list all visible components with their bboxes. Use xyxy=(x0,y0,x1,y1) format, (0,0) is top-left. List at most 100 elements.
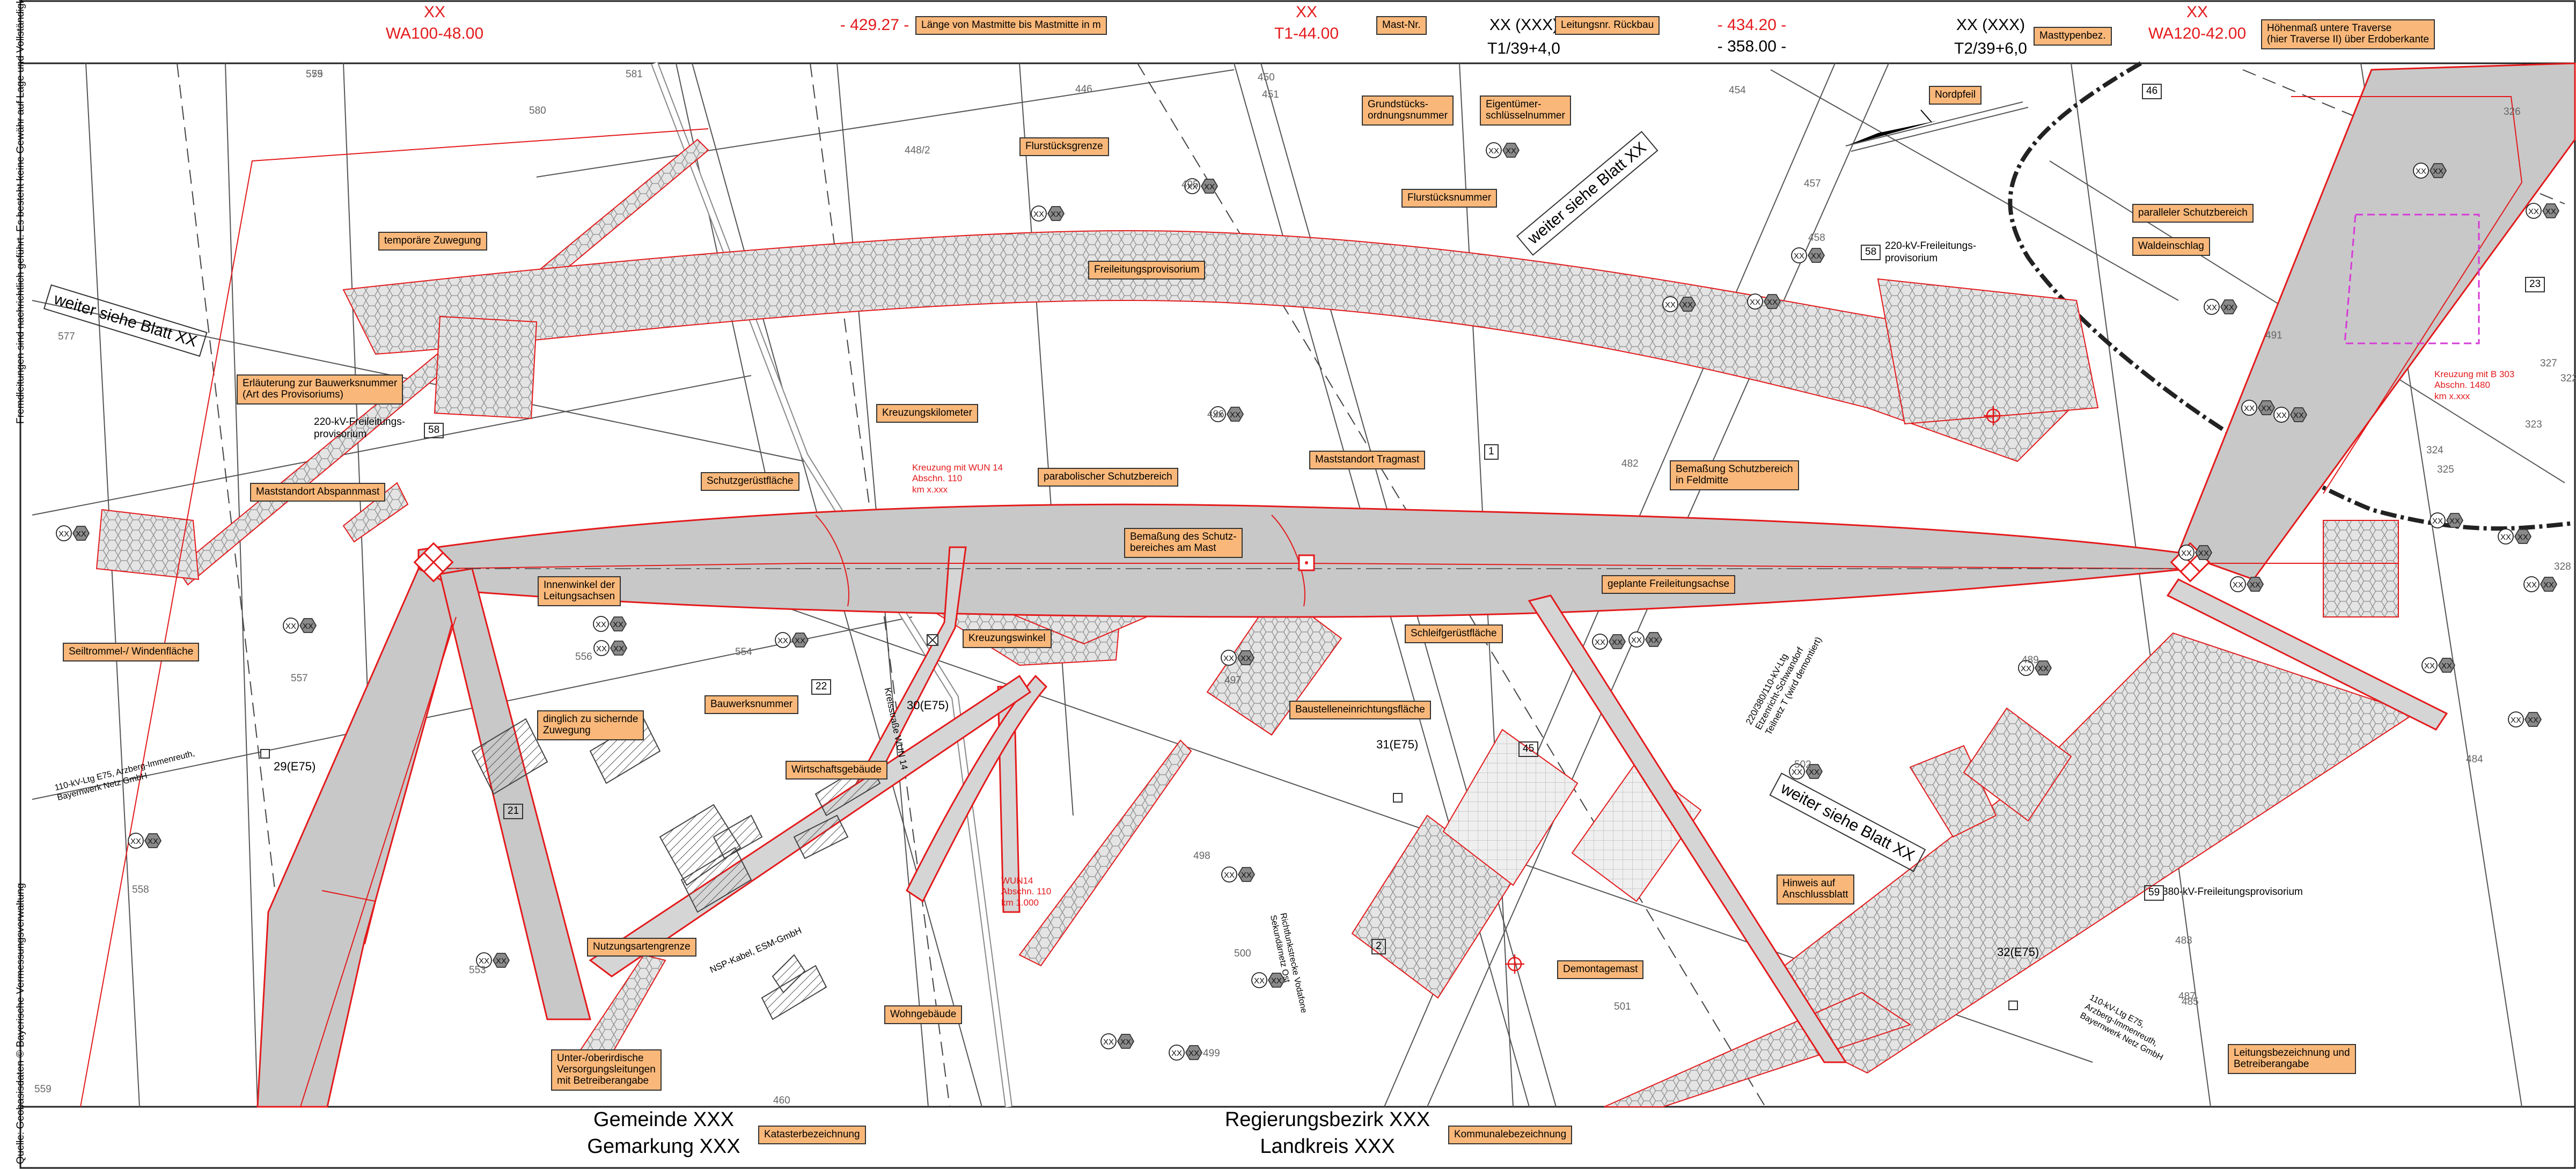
parcel-number: 580 xyxy=(529,105,546,116)
parcel-number: 553 xyxy=(469,965,486,976)
owner-marker-circle xyxy=(476,952,492,968)
header-center-mast: T1-44.00 xyxy=(1274,25,1339,42)
owner-marker-text: XX xyxy=(285,622,296,631)
label-bauwerksnummer: Bauwerksnummer xyxy=(704,695,799,714)
label-paralleler: paralleler Schutzbereich xyxy=(2132,204,2254,223)
owner-marker-circle xyxy=(2526,203,2542,219)
owner-marker-text: XX xyxy=(2181,549,2192,558)
kreuzung-2: Kreuzung mit B 303 Abschn. 1480 km x.xxx xyxy=(2434,369,2515,401)
header-left-code: XX xyxy=(423,3,446,21)
owner-marker-hex xyxy=(1047,206,1065,221)
owner-marker-hex-text: XX xyxy=(1612,638,1623,647)
owner-marker-hex xyxy=(2429,163,2447,178)
owner-marker-circle xyxy=(2204,299,2220,315)
owner-marker-hex-text: XX xyxy=(2441,661,2452,671)
owner-marker-circle xyxy=(1184,178,1200,194)
owner-marker-text: XX xyxy=(2526,580,2537,590)
label-demontage: Demontagemast xyxy=(1557,960,1644,979)
owner-marker-hex-text: XX xyxy=(1506,146,1516,156)
parcel-number: 558 xyxy=(132,884,149,895)
header-right-value: XX (XXX) xyxy=(1956,16,2025,34)
label-mast-nr: Mast-Nr. xyxy=(1376,16,1427,35)
side-note-top: Fremdleitungen sind nachrichtlich geführ… xyxy=(15,0,26,424)
owner-marker-text: XX xyxy=(2233,580,2243,590)
parcel-number: 458 xyxy=(1808,232,1825,244)
parcel-number: 446 xyxy=(1075,84,1092,95)
parcel-number: 577 xyxy=(58,331,75,342)
owner-marker-text: XX xyxy=(1224,871,1235,880)
parcel-number: 501 xyxy=(1614,1001,1631,1012)
owner-marker-text: XX xyxy=(1665,300,1676,310)
header-span-right-sub: - 358.00 - xyxy=(1717,38,1787,55)
demontagemast-marker-2 xyxy=(1984,406,2003,425)
owner-marker-circle xyxy=(1791,247,1807,263)
label-flurstuecksnummer: Flurstücksnummer xyxy=(1401,189,1498,208)
parcel-number: 556 xyxy=(575,651,592,663)
label-kommunalbez: Kommunalebezeichnung xyxy=(1448,1126,1573,1144)
owner-marker-hex-text: XX xyxy=(1204,182,1215,192)
header-mid-value: XX (XXX) xyxy=(1489,16,1559,34)
owner-marker-hex-text: XX xyxy=(2543,580,2554,590)
owner-marker-hex-text: XX xyxy=(2198,549,2209,558)
header-span-left: - 429.27 - xyxy=(840,16,909,34)
header-span-right: - 434.20 - xyxy=(1717,16,1787,34)
owner-marker-circle xyxy=(2430,512,2446,528)
label-kreuzungswinkel: Kreuzungswinkel xyxy=(963,629,1052,648)
owner-marker-hex xyxy=(2034,660,2052,675)
parcel-number: 322 xyxy=(2560,373,2576,384)
owner-marker-hex-text: XX xyxy=(1120,1038,1131,1047)
prov-220-right: 220-kV-Freileitungs- provisorium xyxy=(1885,240,1977,264)
owner-marker-hex xyxy=(791,633,809,648)
label-waldeinschlag: Waldeinschlag xyxy=(2132,237,2210,256)
owner-marker-circle xyxy=(775,632,791,648)
header-right-mast: WA120-42.00 xyxy=(2148,25,2247,42)
label-geplante: geplante Freileitungsachse xyxy=(1602,575,1736,594)
owner-marker-hex-text: XX xyxy=(1767,298,1778,307)
parcel-number: 555 xyxy=(306,69,323,80)
label-unterirdisch: Unter-/oberirdische Versorgungsleitungen… xyxy=(551,1049,662,1091)
bw-58a: 58 xyxy=(424,423,444,438)
bw-23: 23 xyxy=(2525,277,2545,292)
owner-marker-circle xyxy=(1747,293,1763,310)
owner-marker-hex xyxy=(72,526,90,541)
owner-marker-circle xyxy=(56,525,72,541)
owner-marker-text: XX xyxy=(1171,1049,1182,1058)
owner-marker-hex-text: XX xyxy=(303,622,313,631)
parcel-number: 559 xyxy=(34,1084,52,1095)
label-grundstueck: Grundstücks- ordnungsnummer xyxy=(1362,95,1454,126)
bw-59: 59 xyxy=(2144,885,2164,901)
parcel-number: 499 xyxy=(1203,1048,1220,1059)
parcel-number: 487 xyxy=(2178,991,2196,1002)
owner-marker-text: XX xyxy=(1631,636,1642,645)
owner-marker-circle xyxy=(593,640,610,656)
demontagemast-marker xyxy=(1505,954,1524,974)
owner-marker-text: XX xyxy=(1187,182,1198,192)
footer-gemarkung: Gemarkung XXX xyxy=(587,1135,740,1158)
owner-marker-hex-text: XX xyxy=(1230,410,1241,420)
parcel-number: 451 xyxy=(1262,89,1279,100)
owner-marker-hex-text: XX xyxy=(1648,636,1659,645)
owner-marker-text: XX xyxy=(2511,716,2521,725)
header-right-code: XX xyxy=(2186,3,2208,21)
label-parabolisch: parabolischer Schutzbereich xyxy=(1038,468,1178,487)
label-eigentuemer: Eigentümer- schlüsselnummer xyxy=(1480,95,1571,126)
bw-1: 1 xyxy=(1484,444,1499,460)
label-laenge: Länge von Mastmitte bis Mastmitte in m xyxy=(915,16,1107,35)
footer-landkreis: Landkreis XXX xyxy=(1260,1135,1395,1158)
label-flurstuecksgrenze: Flurstücksgrenze xyxy=(1019,137,1109,156)
label-hoehenmass: Höhenmaß untere Traverse (hier Traverse … xyxy=(2261,19,2435,49)
owner-marker-circle xyxy=(1031,205,1047,222)
kreuzungswinkel-marker xyxy=(927,634,938,646)
owner-marker-hex-text: XX xyxy=(2528,716,2538,725)
owner-marker-hex xyxy=(2438,658,2456,673)
owner-marker-hex-text: XX xyxy=(2433,167,2443,176)
label-maststandort-trag: Maststandort Tragmast xyxy=(1309,451,1426,469)
owner-marker-hex xyxy=(1117,1034,1135,1049)
owner-marker-text: XX xyxy=(1103,1038,1114,1047)
owner-marker-circle xyxy=(2018,660,2034,676)
parcel-number: 579 xyxy=(306,69,323,80)
owner-marker-hex-text: XX xyxy=(1051,210,1061,219)
owner-marker-hex xyxy=(1237,867,1256,882)
label-erlaeuterung: Erläuterung zur Bauwerksnummer (Art des … xyxy=(237,374,403,405)
parcel-number: 581 xyxy=(626,69,643,80)
